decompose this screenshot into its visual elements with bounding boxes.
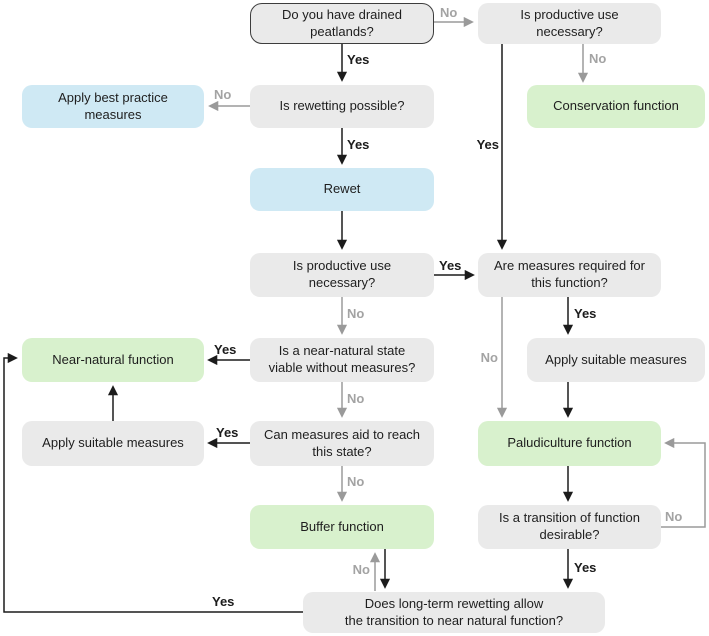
- node-drained-peatlands: Do you have drained peatlands?: [250, 3, 434, 44]
- edge-label-productive-top-yes: Yes: [476, 137, 499, 152]
- node-label: Is productive use necessary?: [520, 6, 619, 39]
- node-apply-suitable-right: Apply suitable measures: [527, 338, 705, 382]
- node-label: Rewet: [323, 181, 361, 197]
- edge-label-transition-no: No: [665, 509, 683, 524]
- node-label: Can measures aid to reach this state?: [263, 426, 421, 459]
- edge-label-rewetting-no: No: [214, 87, 232, 102]
- node-conservation-function: Conservation function: [527, 85, 705, 128]
- edge-label-productive-mid-yes: Yes: [439, 258, 462, 273]
- edge-label-measures-aid-no: No: [347, 474, 365, 489]
- edge-label-drained-no: No: [440, 5, 458, 20]
- node-label: Do you have drained peatlands?: [282, 6, 402, 39]
- node-paludiculture-function: Paludiculture function: [478, 421, 661, 466]
- node-label: Near-natural function: [52, 351, 174, 367]
- node-label: Are measures required for this function?: [493, 258, 645, 290]
- node-label: Is a transition of function desirable?: [499, 510, 640, 542]
- node-rewet: Rewet: [250, 168, 434, 211]
- node-label: Buffer function: [300, 518, 384, 534]
- node-label: Apply suitable measures: [545, 351, 687, 367]
- node-longterm-rewetting: Does long-term rewetting allow the trans…: [303, 592, 605, 633]
- edge-label-measures-required-yes: Yes: [574, 306, 597, 321]
- node-measures-aid: Can measures aid to reach this state?: [250, 421, 434, 466]
- edge-label-productive-mid-no: No: [347, 306, 365, 321]
- edge-label-productive-top-no: No: [589, 51, 607, 66]
- edge-label-transition-yes: Yes: [574, 560, 597, 575]
- node-measures-required: Are measures required for this function?: [478, 253, 661, 297]
- edge-transition-no-loop: [661, 437, 706, 528]
- node-label: Apply suitable measures: [42, 435, 184, 451]
- edge-label-longterm-no: No: [352, 562, 370, 577]
- node-label: Is productive use necessary?: [292, 258, 392, 290]
- edge-label-drained-yes: Yes: [347, 52, 370, 67]
- node-apply-suitable-left: Apply suitable measures: [22, 421, 204, 466]
- node-label: Apply best practice measures: [58, 89, 168, 122]
- edge-label-near-natural-viable-yes: Yes: [214, 342, 237, 357]
- node-productive-use-top: Is productive use necessary?: [478, 3, 661, 44]
- edge-label-measures-required-no: No: [480, 350, 498, 365]
- node-rewetting-possible: Is rewetting possible?: [250, 85, 434, 128]
- edge-label-near-natural-viable-no: No: [347, 391, 365, 406]
- node-label: Does long-term rewetting allow the trans…: [344, 595, 564, 628]
- node-productive-use-mid: Is productive use necessary?: [250, 253, 434, 297]
- node-label: Conservation function: [553, 98, 679, 114]
- edge-longterm-yes-loop: [3, 352, 303, 613]
- node-label: Is a near-natural state viable without m…: [268, 343, 416, 375]
- node-transition-desirable: Is a transition of function desirable?: [478, 505, 661, 549]
- edge-label-rewetting-yes: Yes: [347, 137, 370, 152]
- node-near-natural-viable: Is a near-natural state viable without m…: [250, 338, 434, 382]
- edge-label-longterm-yes: Yes: [212, 594, 235, 609]
- edge-label-measures-aid-yes: Yes: [216, 425, 239, 440]
- node-apply-best-practice: Apply best practice measures: [22, 85, 204, 128]
- node-buffer-function: Buffer function: [250, 505, 434, 549]
- node-label: Paludiculture function: [507, 435, 632, 451]
- node-near-natural-function: Near-natural function: [22, 338, 204, 382]
- node-label: Is rewetting possible?: [279, 98, 405, 114]
